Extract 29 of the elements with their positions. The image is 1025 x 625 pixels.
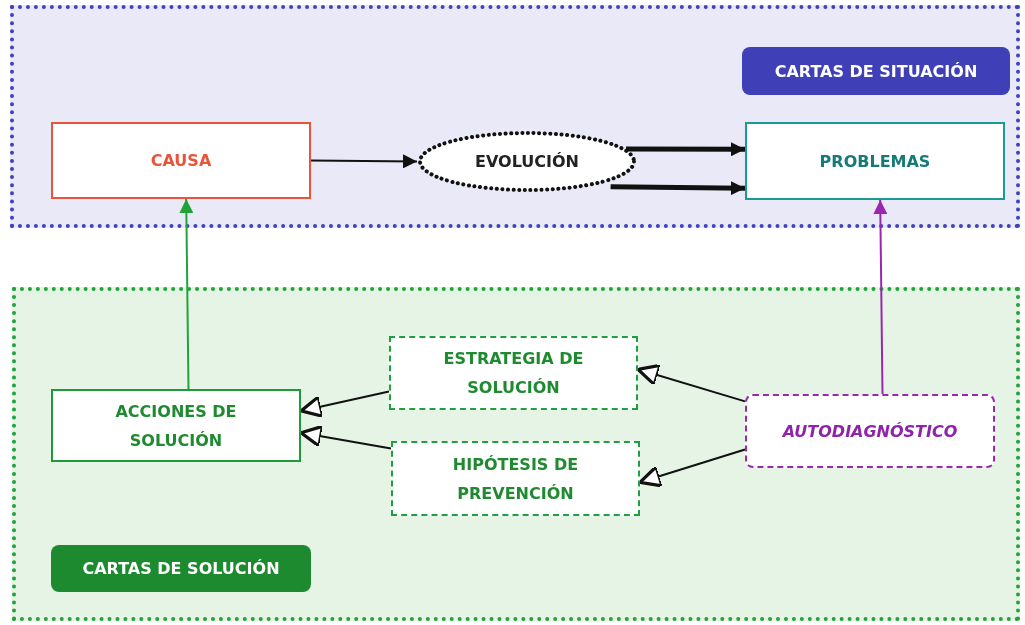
arrow <box>299 390 390 418</box>
process-box <box>745 122 1005 200</box>
node-label: EVOLUCIÓN <box>474 151 580 173</box>
solution-band <box>12 287 1020 621</box>
arrow <box>636 363 746 403</box>
process-box <box>51 389 301 462</box>
node-label: CARTAS DE SITUACIÓN <box>773 60 979 83</box>
dashed-box <box>745 394 995 468</box>
arrow <box>626 142 745 157</box>
node-label: HIPÓTESIS DE PREVENCIÓN <box>451 453 580 505</box>
node-label: ESTRATEGIA DE SOLUCIÓN <box>442 348 585 399</box>
node-label: ACCIONES DE SOLUCIÓN <box>114 400 238 452</box>
section-tag <box>742 47 1010 95</box>
situation-band <box>10 5 1020 228</box>
dashed-box <box>389 336 638 410</box>
section-tag <box>51 545 311 592</box>
arrow <box>873 199 888 395</box>
node-label: CARTAS DE SOLUCIÓN <box>81 558 281 580</box>
arrow <box>179 198 194 390</box>
arrow <box>299 424 392 450</box>
dashed-box <box>391 441 640 516</box>
process-box <box>51 122 311 199</box>
ellipse-node <box>417 130 637 193</box>
arrow <box>310 154 418 169</box>
node-label: PROBLEMAS <box>818 150 932 173</box>
node-label: CAUSA <box>149 150 213 172</box>
arrow <box>638 448 746 488</box>
node-label: AUTODIAGNÓSTICO <box>781 420 959 443</box>
arrow <box>610 181 746 196</box>
